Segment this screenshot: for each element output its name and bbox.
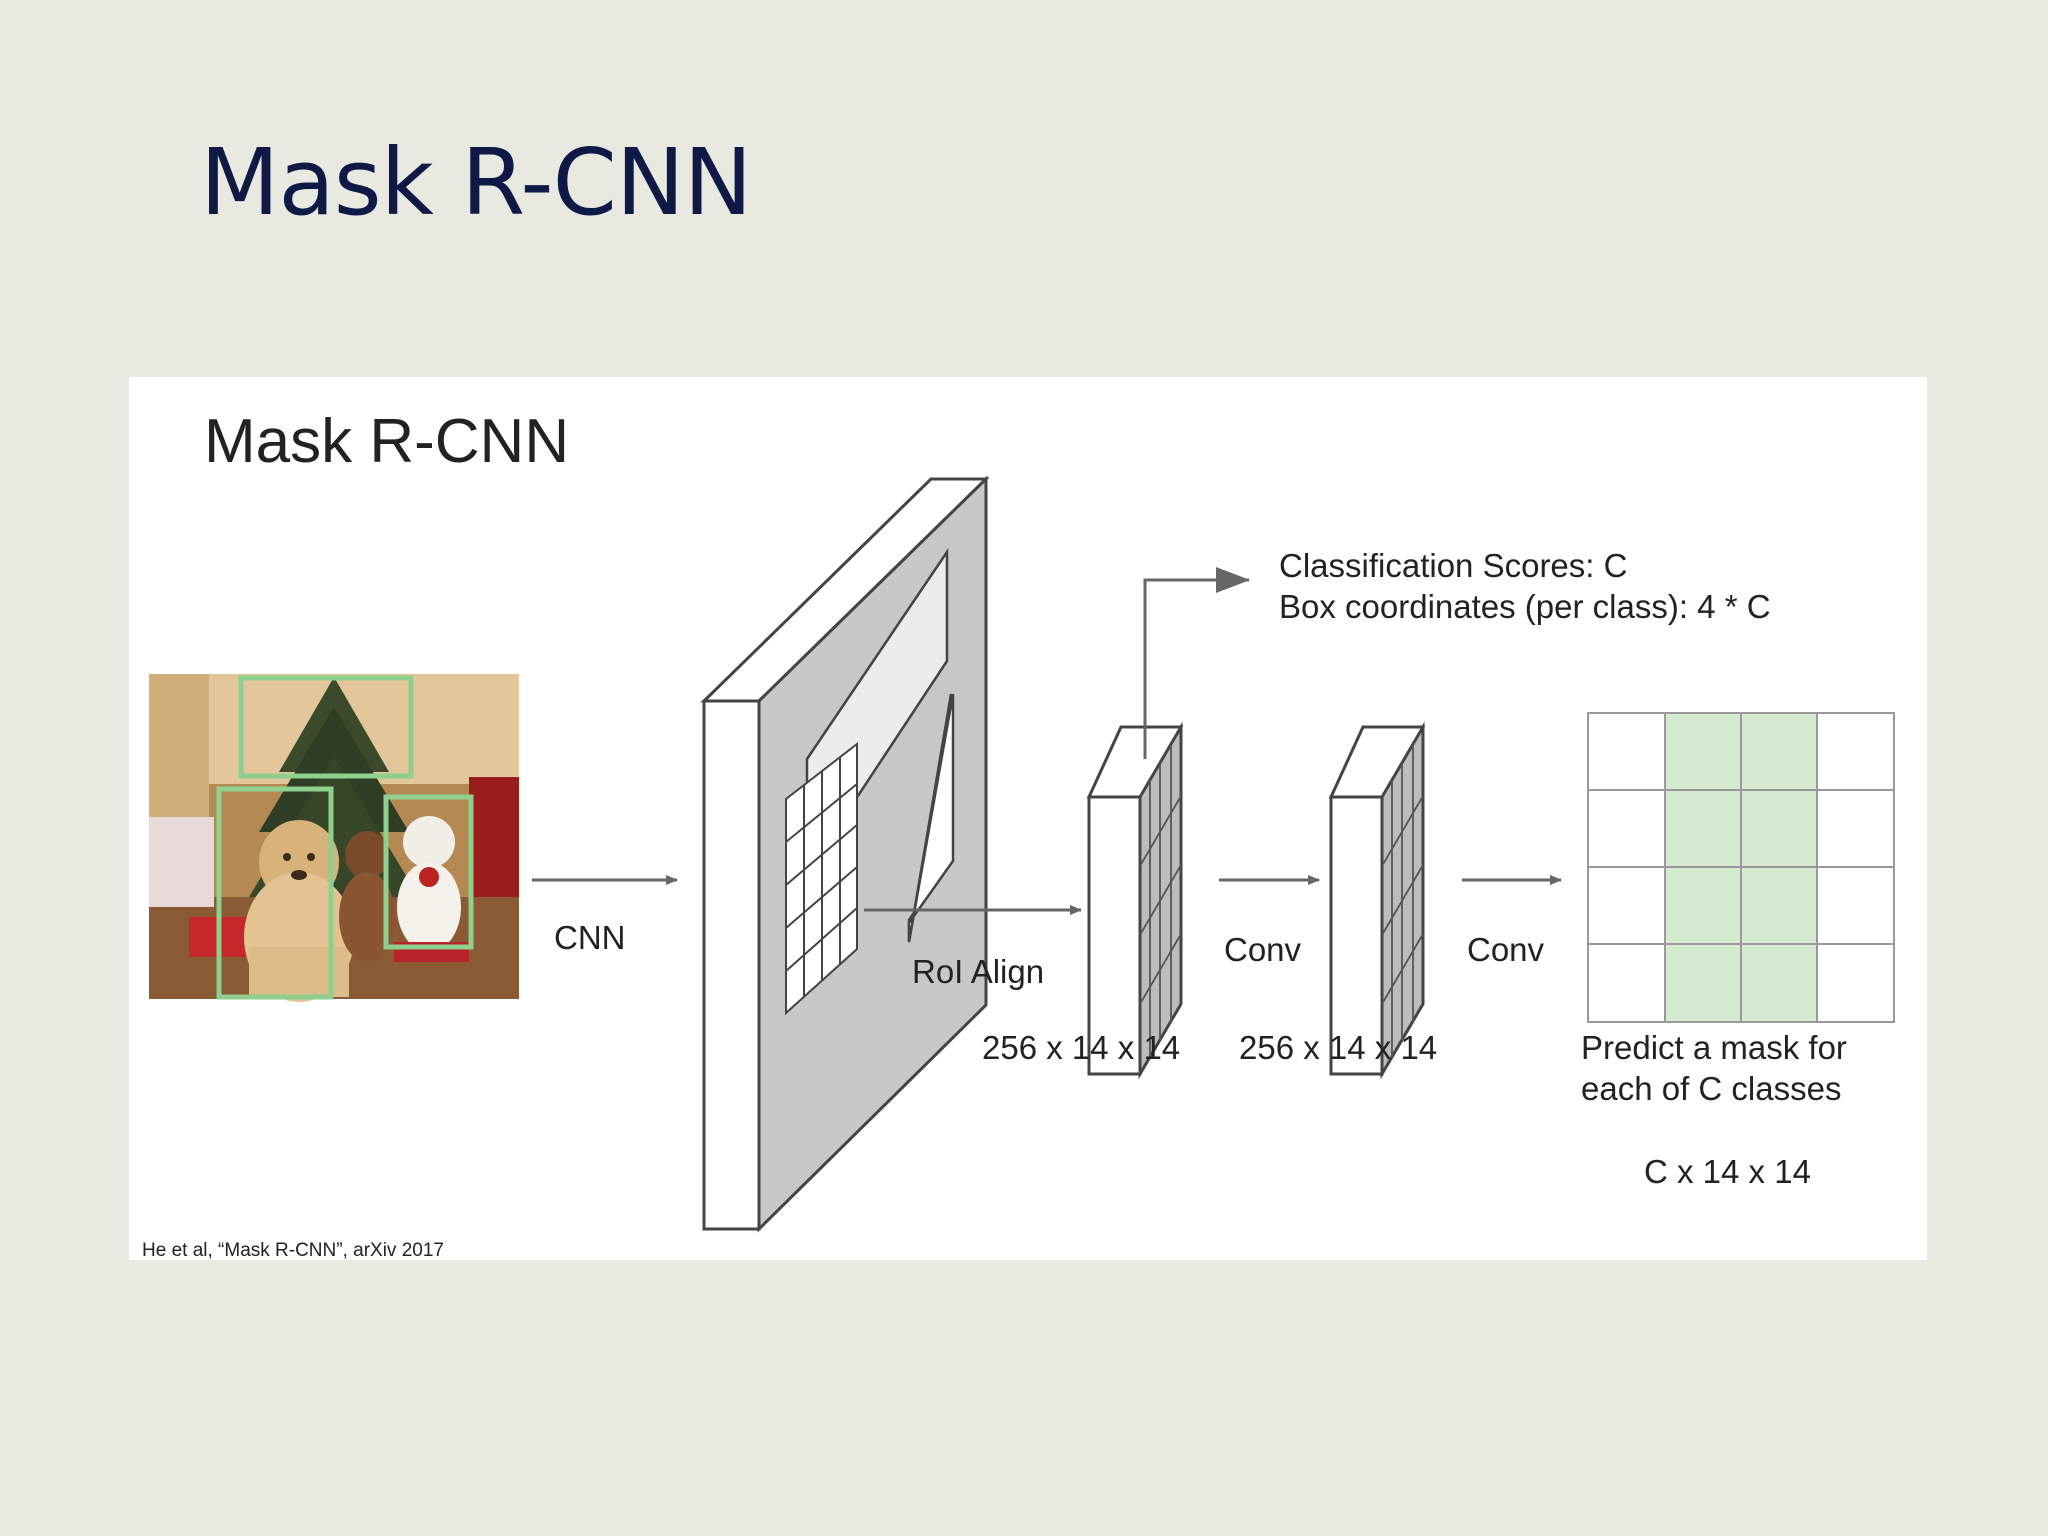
slide-title: Mask R-CNN: [200, 129, 752, 236]
classification-arrow: [1143, 567, 1250, 759]
mask-rcnn-figure: Mask R-CNN: [129, 377, 1927, 1260]
conv-block-2: [1328, 721, 1426, 1080]
mask-label-line1: Predict a mask for: [1581, 1029, 1847, 1066]
figure-title: Mask R-CNN: [204, 407, 569, 476]
mask-dim-label: C x 14 x 14: [1644, 1153, 1811, 1190]
conv-label-1: Conv: [1224, 931, 1302, 968]
citation: He et al, “Mask R-CNN”, arXiv 2017: [142, 1240, 444, 1260]
conv-block-1: [1086, 721, 1184, 1080]
dim-label-2: 256 x 14 x 14: [1239, 1029, 1437, 1066]
class-scores-label: Classification Scores: C: [1279, 547, 1627, 584]
architecture-diagram: Mask R-CNN: [142, 407, 1895, 1260]
dim-label-1: 256 x 14 x 14: [982, 1029, 1180, 1066]
box-coords-label: Box coordinates (per class): 4 * C: [1279, 588, 1771, 625]
input-image: [149, 674, 519, 1002]
cnn-label: CNN: [554, 919, 626, 956]
mask-label-line2: each of C classes: [1581, 1070, 1841, 1107]
feature-map: [700, 475, 990, 1233]
mask-output-grid: [1587, 712, 1895, 1023]
roi-align-label: RoI Align: [912, 953, 1044, 990]
conv-label-2: Conv: [1467, 931, 1545, 968]
